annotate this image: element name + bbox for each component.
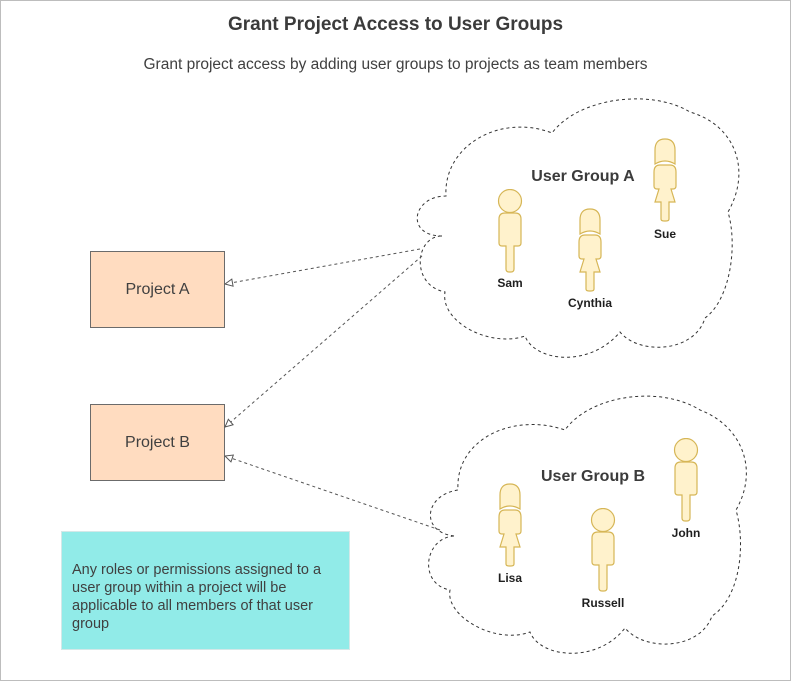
user-group-a-label: User Group A: [531, 168, 635, 185]
diagram-subtitle: Grant project access by adding user grou…: [143, 56, 648, 73]
member-label-sam: Sam: [497, 276, 522, 290]
connector-group-a-to-project-b: [225, 255, 423, 427]
member-label-cynthia: Cynthia: [568, 296, 612, 310]
user-group-a-cloud[interactable]: [416, 98, 740, 358]
user-group-b-cloud[interactable]: [428, 395, 747, 654]
permissions-note: Any roles or permissions assigned to a u…: [61, 531, 350, 650]
project-a-box[interactable]: Project A: [90, 251, 225, 328]
connector-group-b-to-project-b: [225, 456, 441, 531]
member-label-lisa: Lisa: [498, 571, 522, 585]
diagram-title: Grant Project Access to User Groups: [227, 14, 564, 35]
connector-group-a-to-project-a: [225, 248, 421, 284]
project-b-box[interactable]: Project B: [90, 404, 225, 481]
member-label-russell: Russell: [582, 596, 625, 610]
member-label-sue: Sue: [654, 227, 676, 241]
member-label-john: John: [672, 526, 701, 540]
user-group-b-label: User Group B: [541, 468, 645, 485]
